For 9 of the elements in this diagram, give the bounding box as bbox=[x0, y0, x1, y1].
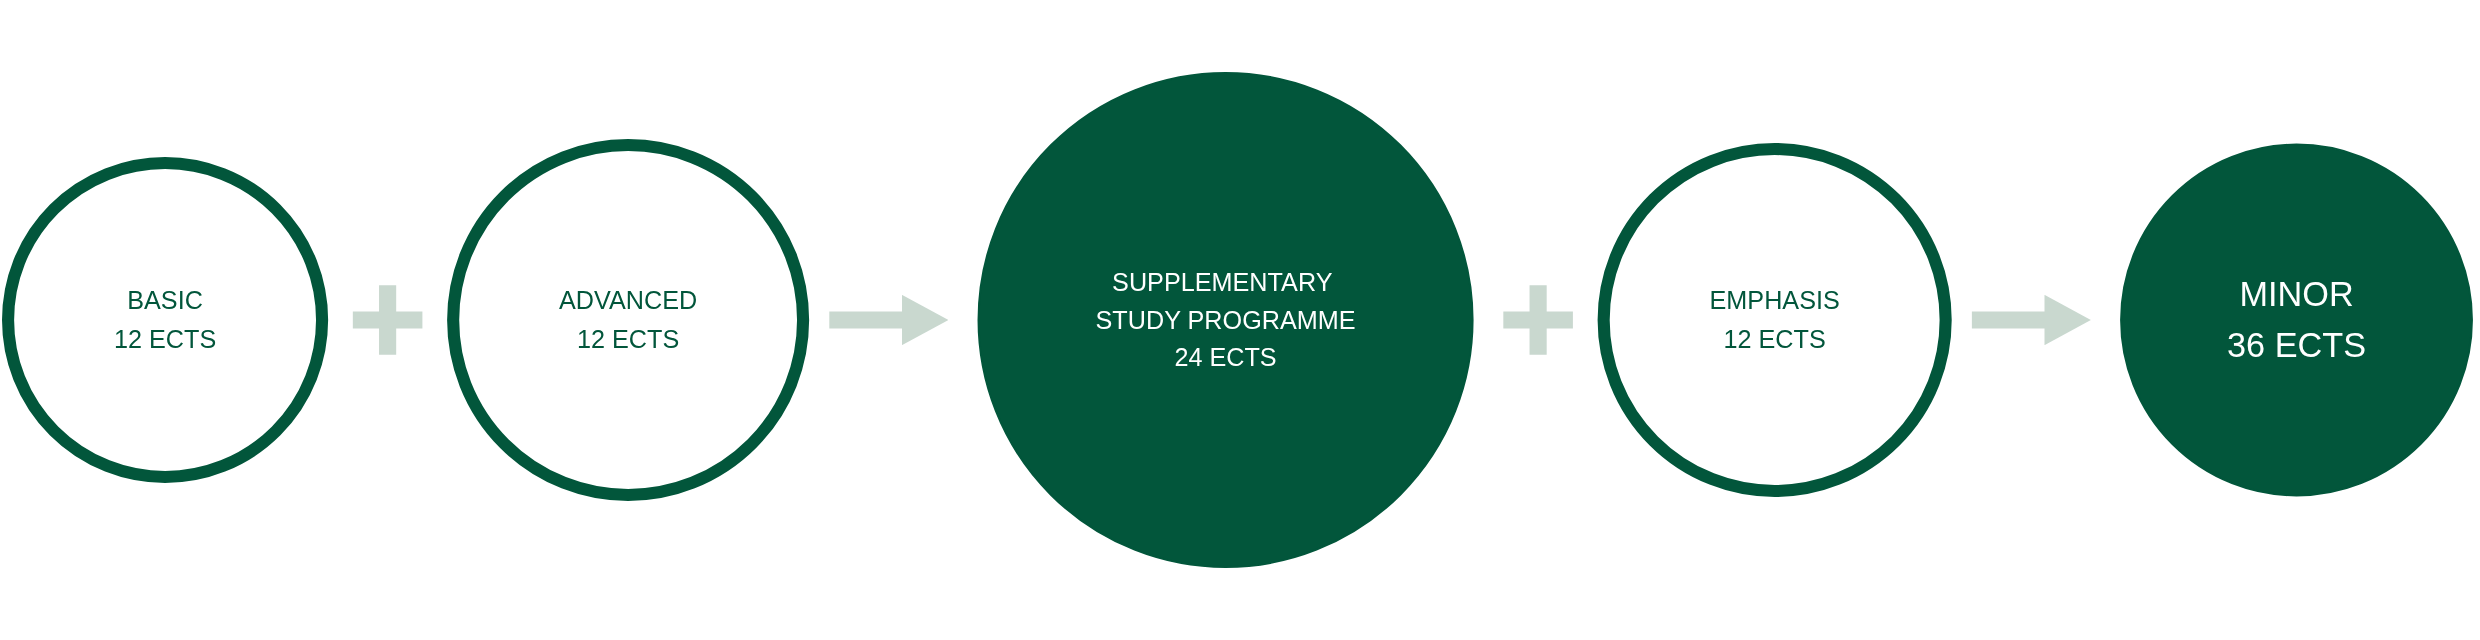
circle-node: ADVANCED 12 ECTS bbox=[447, 139, 810, 502]
arrow bbox=[829, 294, 949, 346]
plus-sign-icon bbox=[1503, 285, 1573, 355]
circle-node: BASIC 12 ECTS bbox=[2, 156, 329, 484]
plus-sign-icon bbox=[352, 285, 423, 355]
circle-node: MINOR 36 ECTS bbox=[2120, 143, 2473, 497]
circle-node: EMPHASIS 12 ECTS bbox=[1597, 142, 1952, 498]
arrow bbox=[1971, 294, 2091, 346]
circle-node: SUPPLEMENTARY STUDY PROGRAMME 24 ECTS bbox=[977, 71, 1474, 569]
